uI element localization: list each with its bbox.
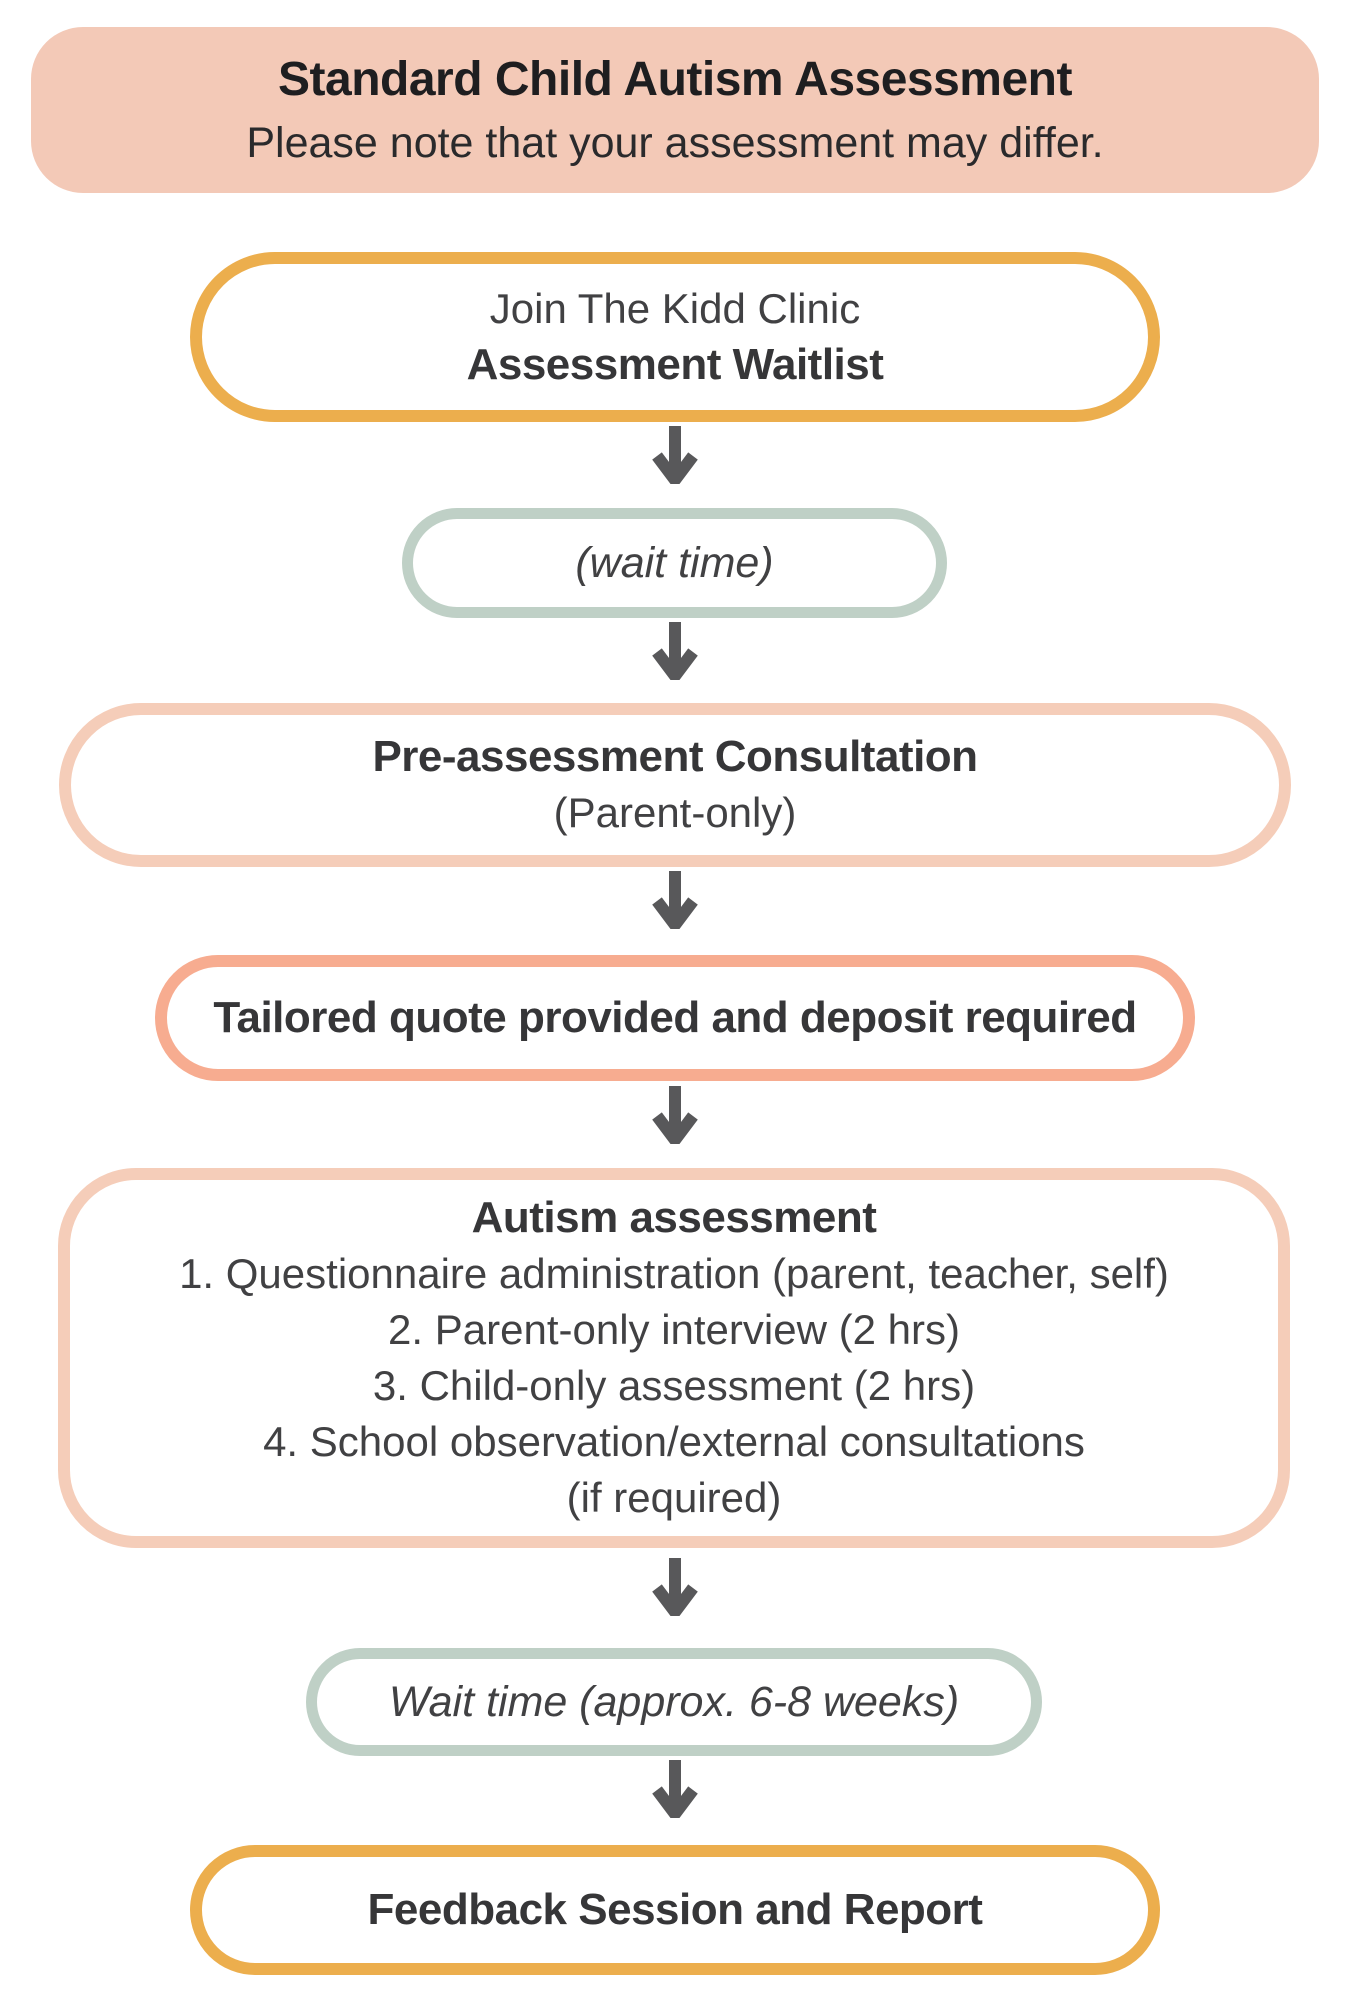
node-wait-time-2: Wait time (approx. 6-8 weeks) — [306, 1648, 1042, 1756]
waitlist-line2: Assessment Waitlist — [466, 340, 884, 389]
node-feedback-session: Feedback Session and Report — [190, 1845, 1160, 1975]
down-arrow-icon — [651, 1758, 699, 1818]
wait-time-2-label: Wait time (approx. 6-8 weeks) — [388, 1677, 960, 1726]
quote-label: Tailored quote provided and deposit requ… — [213, 993, 1137, 1042]
down-arrow-icon — [651, 869, 699, 929]
page-title: Standard Child Autism Assessment — [278, 53, 1072, 106]
assessment-item: 2. Parent-only interview (2 hrs) — [388, 1306, 960, 1353]
down-arrow-icon — [651, 1084, 699, 1144]
down-arrow-icon — [651, 1556, 699, 1616]
wait-time-1-label: (wait time) — [575, 538, 774, 587]
assessment-item: (if required) — [566, 1474, 782, 1521]
down-arrow-icon — [651, 424, 699, 484]
waitlist-line1: Join The Kidd Clinic — [489, 285, 861, 332]
assessment-item: 1. Questionnaire administration (parent,… — [179, 1250, 1169, 1297]
node-pre-assessment-consultation: Pre-assessment Consultation (Parent-only… — [59, 703, 1291, 867]
node-wait-time-1: (wait time) — [402, 508, 947, 618]
pre-consultation-subtitle: (Parent-only) — [553, 789, 797, 836]
feedback-label: Feedback Session and Report — [367, 1885, 983, 1934]
assessment-item: 3. Child-only assessment (2 hrs) — [372, 1362, 976, 1409]
pre-consultation-title: Pre-assessment Consultation — [372, 732, 978, 781]
node-autism-assessment: Autism assessment 1. Questionnaire admin… — [58, 1168, 1290, 1548]
down-arrow-icon — [651, 620, 699, 680]
page-subtitle: Please note that your assessment may dif… — [246, 119, 1104, 167]
node-assessment-waitlist: Join The Kidd Clinic Assessment Waitlist — [190, 252, 1160, 422]
header-banner: Standard Child Autism Assessment Please … — [31, 27, 1319, 193]
assessment-title: Autism assessment — [471, 1193, 877, 1242]
node-tailored-quote: Tailored quote provided and deposit requ… — [155, 955, 1195, 1081]
assessment-item: 4. School observation/external consultat… — [263, 1418, 1085, 1465]
